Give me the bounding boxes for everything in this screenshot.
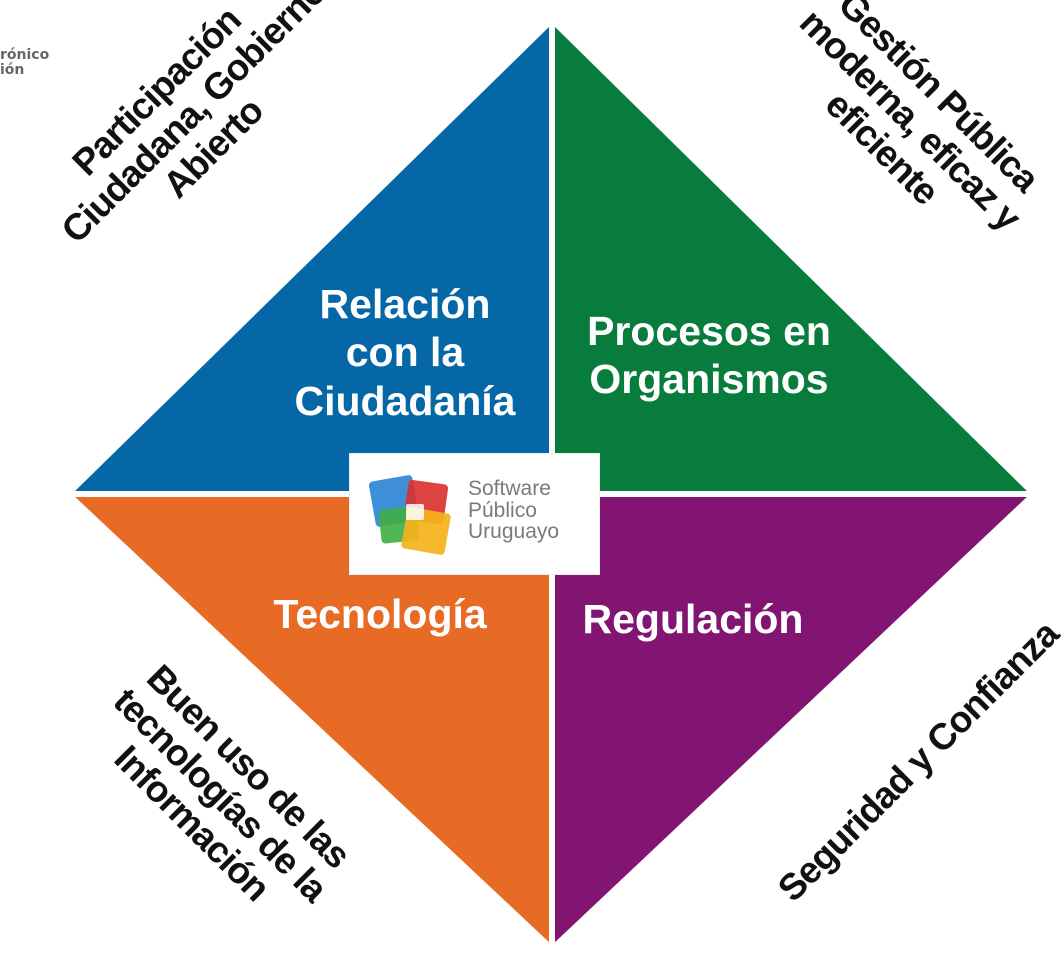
quadrant-orange-line1: Tecnología — [273, 591, 487, 637]
quadrant-orange-shape — [72, 494, 552, 945]
quadrant-blue-line2: con la — [345, 329, 465, 376]
logo-mark-icon — [368, 475, 451, 555]
quadrant-green-line1: Procesos en — [587, 308, 831, 354]
quadrant-blue-shape — [72, 24, 552, 494]
quadrant-blue-line1: Relación — [319, 281, 491, 327]
logo-text-line1: Software — [468, 477, 551, 500]
quadrant-orange-label: Tecnología — [235, 590, 525, 638]
logo-text: Software Público Uruguayo — [468, 478, 559, 543]
logo-text-line3: Uruguayo — [468, 520, 560, 544]
quadrant-purple-shape — [552, 494, 1030, 945]
quadrant-blue-label: Relación con la Ciudadanía — [270, 280, 540, 425]
software-publico-logo: Software Público Uruguayo — [350, 454, 599, 574]
quadrant-green-shape — [552, 24, 1030, 494]
partial-logo-line2: ión — [0, 62, 25, 79]
quadrant-purple-line1: Regulación — [582, 596, 804, 642]
partial-header-logo: rónico ión — [0, 47, 50, 79]
quadrant-green-label: Procesos en Organismos — [556, 307, 862, 404]
quadrant-blue-line3: Ciudadanía — [294, 377, 516, 424]
quadrant-green-line2: Organismos — [589, 356, 829, 403]
quadrant-purple-label: Regulación — [548, 595, 838, 643]
partial-logo-line1: rónico — [0, 47, 50, 63]
logo-text-line2: Público — [468, 498, 537, 522]
